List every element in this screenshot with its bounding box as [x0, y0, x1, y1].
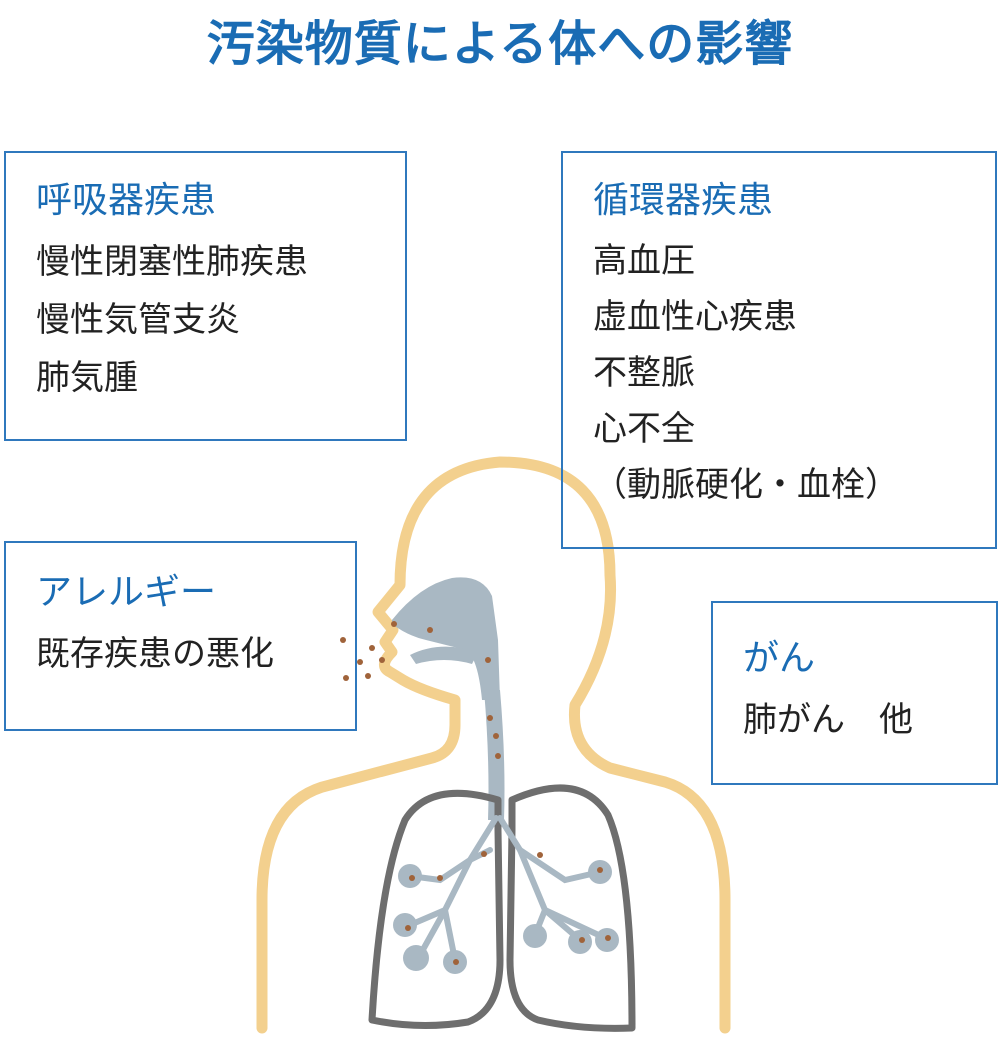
left-lung-outline [368, 789, 504, 1030]
bronchial-tree [407, 815, 608, 963]
circulatory-heading: 循環器疾患 [593, 180, 774, 221]
respiratory-item: 肺気腫 [36, 358, 138, 398]
respiratory-item: 慢性閉塞性肺疾患 [36, 242, 308, 282]
circulatory-item: （動脈硬化・血栓） [593, 465, 899, 505]
respiratory-item: 慢性気管支炎 [36, 300, 240, 340]
trachea [484, 690, 505, 820]
circulatory-item: 心不全 [593, 409, 695, 449]
allergy-heading: アレルギー [36, 572, 217, 613]
pollutant-particles [340, 621, 611, 965]
allergy-item: 既存疾患の悪化 [36, 634, 274, 674]
circulatory-item: 高血圧 [593, 241, 695, 281]
circulatory-item: 不整脈 [593, 353, 695, 393]
body-outline [256, 456, 731, 1034]
circulatory-item: 虚血性心疾患 [593, 297, 797, 337]
page-title: 汚染物質による体への影響 [206, 16, 794, 72]
circulatory-disease-box: 循環器疾患 高血圧 虚血性心疾患 不整脈 心不全 （動脈硬化・血栓） [561, 151, 997, 549]
cancer-box: がん 肺がん 他 [711, 601, 998, 785]
cancer-heading: がん [743, 638, 816, 679]
respiratory-disease-box: 呼吸器疾患 慢性閉塞性肺疾患 慢性気管支炎 肺気腫 [4, 151, 407, 441]
respiratory-heading: 呼吸器疾患 [36, 180, 217, 221]
cancer-item: 肺がん 他 [743, 700, 913, 740]
nasal-cavity [392, 577, 500, 700]
allergy-box: アレルギー 既存疾患の悪化 [4, 541, 357, 731]
oral-cavity [410, 646, 478, 664]
right-lung-outline [506, 784, 636, 1032]
